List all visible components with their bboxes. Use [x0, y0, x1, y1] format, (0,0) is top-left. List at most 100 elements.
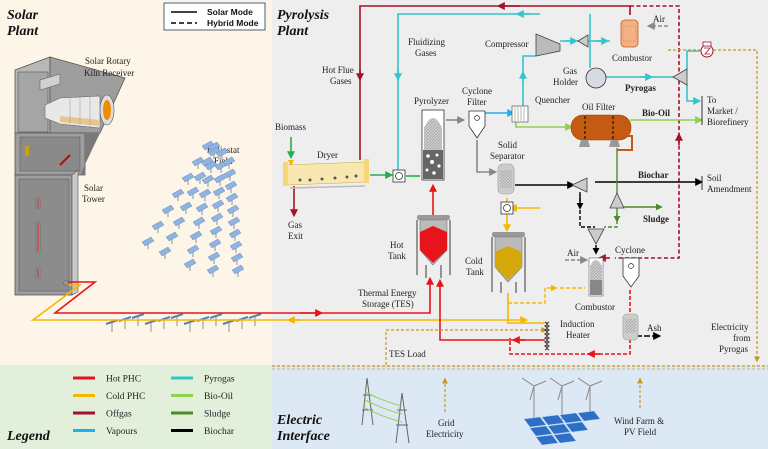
heliostat	[225, 192, 239, 205]
biooil-label: Bio-Oil	[642, 108, 671, 118]
heliostat	[212, 186, 226, 199]
grid-electricity-label-2: Electricity	[426, 429, 464, 439]
rotary-valve-dryer	[392, 169, 406, 183]
cold-tank-label-1: Cold	[465, 256, 483, 266]
heliostat	[211, 199, 225, 212]
heliostat	[223, 168, 237, 181]
heliostat	[230, 252, 244, 265]
tes-label-1: Thermal Energy	[358, 288, 417, 298]
tes-load-line	[385, 329, 430, 365]
sludge-label: Sludge	[643, 214, 669, 224]
tes-load-label: TES Load	[389, 349, 426, 359]
gas-holder-label-2: Holder	[553, 77, 578, 87]
heliostat	[183, 258, 197, 271]
legend-label-bio-oil: Bio-Oil	[204, 392, 233, 402]
market-label-2: Market /	[707, 106, 738, 116]
heliostat	[171, 188, 185, 201]
soil-label-2: Amendment	[707, 184, 752, 194]
hybrid-mode-label: Hybrid Mode	[207, 18, 259, 28]
rotary-valve-cold	[500, 201, 514, 215]
heliostat	[209, 313, 223, 326]
splitter-sludge	[609, 192, 625, 209]
splitter-pyrogas	[672, 68, 688, 86]
grid-electricity-label-1: Grid	[438, 418, 455, 428]
fluidizing-label-1: Fluidizing	[408, 37, 446, 47]
tower-label-1: Solar	[84, 183, 103, 193]
legend-label-vapours: Vapours	[106, 427, 137, 437]
mode-key: Solar Mode Hybrid Mode	[163, 2, 266, 31]
heliostat	[228, 228, 242, 241]
biomass-label: Biomass	[275, 122, 307, 132]
compressor-label: Compressor	[485, 39, 529, 49]
hot-tank-label-2: Tank	[388, 251, 406, 261]
air-bottom-label: Air	[567, 248, 579, 258]
induction-label-2: Heater	[566, 330, 590, 340]
pyrolyzer-label: Pyrolyzer	[414, 96, 449, 106]
heliostat	[189, 230, 203, 243]
kiln-label-2: Kiln Receiver	[84, 68, 134, 78]
heliostat-field	[105, 140, 262, 332]
hot-phc-induction-loop	[436, 278, 545, 341]
solar-mode-label: Solar Mode	[207, 7, 253, 17]
gas-holder-label-1: Gas	[563, 66, 577, 76]
gas-holder	[585, 67, 607, 89]
heliostat	[179, 201, 193, 214]
biochar-label: Biochar	[638, 170, 669, 180]
heliostat	[248, 313, 262, 326]
legend-label-hot-phc: Hot PHC	[106, 375, 141, 385]
legend-label-sludge: Sludge	[204, 410, 230, 420]
cold-phc-hybrid-dashed	[508, 284, 558, 304]
kiln-label-1: Solar Rotary	[85, 56, 131, 66]
air-top-label: Air	[653, 14, 665, 24]
cold-tank-label-2: Tank	[466, 267, 484, 277]
pyrolysis-plant-title-1: Pyrolysis	[277, 8, 330, 23]
splitter-top	[577, 34, 589, 48]
tes-label-2: Storage (TES)	[362, 299, 414, 309]
hot-tank-label-1: Hot	[390, 240, 404, 250]
combustor-top	[620, 19, 639, 48]
ash-label: Ash	[647, 323, 662, 333]
wind-pv-label-1: Wind Farm &	[614, 416, 664, 426]
gas-exit-label-2: Exit	[288, 231, 303, 241]
legend-label-pyrogas: Pyrogas	[204, 375, 235, 385]
legend-title: Legend	[6, 429, 51, 444]
compressor	[535, 33, 561, 57]
heliostat	[141, 236, 155, 249]
solid-separator	[497, 163, 515, 195]
combustor-bottom-label: Combustor	[575, 302, 615, 312]
cold-phc-line-tower	[30, 284, 500, 321]
legend-label-offgas: Offgas	[106, 409, 132, 420]
solar-plant-title-1: Solar	[7, 8, 39, 23]
heliostat-label-2: Field	[214, 156, 233, 166]
heliostat	[207, 251, 221, 264]
solid-separator-label-1: Solid	[498, 140, 518, 150]
cold-tank	[491, 232, 526, 293]
quencher	[511, 105, 529, 123]
induction-heater	[543, 321, 551, 351]
cyclone-label: Cyclone	[615, 245, 645, 255]
electric-interface-panel	[272, 365, 768, 449]
heliostat	[151, 220, 165, 233]
cyclone-filter-label-2: Filter	[467, 97, 487, 107]
heliostat	[229, 240, 243, 253]
hot-phc-line-tower	[52, 276, 434, 314]
cyclone-bottom	[622, 257, 640, 288]
solid-separator-label-2: Separator	[490, 151, 524, 161]
dryer	[283, 159, 369, 189]
cyclone-filter	[468, 110, 486, 139]
splitter-biochar	[571, 177, 588, 193]
generator-icon	[700, 41, 714, 58]
heliostat	[195, 202, 209, 215]
biochar-dashed-to-combustor	[579, 192, 595, 228]
electric-interface-title-1: Electric	[276, 413, 323, 428]
heliostat	[210, 212, 224, 225]
offgas-line-top	[359, 5, 631, 160]
heliostat	[161, 204, 175, 217]
legend-label-biochar: Biochar	[204, 427, 235, 437]
hot-flue-label-2: Gases	[330, 76, 352, 86]
induction-label-1: Induction	[560, 319, 595, 329]
combustor-top-label: Combustor	[612, 53, 652, 63]
heliostat	[186, 186, 200, 199]
combustor-bottom	[588, 257, 604, 297]
rotary-kiln-receiver	[44, 95, 101, 129]
